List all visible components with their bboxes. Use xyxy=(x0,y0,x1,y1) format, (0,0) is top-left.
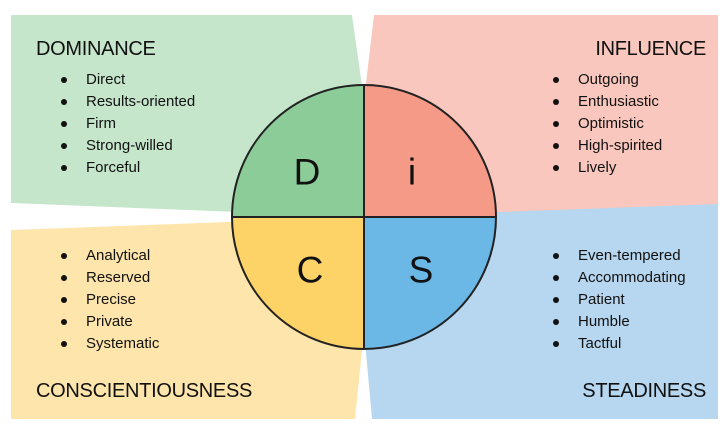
trait-item: Patient xyxy=(553,289,686,311)
conscientiousness-trait-list: Analytical Reserved Precise Private Syst… xyxy=(61,245,159,355)
trait-item: Outgoing xyxy=(553,69,662,91)
trait-item: Reserved xyxy=(61,267,159,289)
trait-item: Firm xyxy=(61,113,195,135)
dominance-title: DOMINANCE xyxy=(36,38,156,60)
conscientiousness-title: CONSCIENTIOUSNESS xyxy=(36,380,253,402)
trait-item: High-spirited xyxy=(553,135,662,157)
trait-item: Precise xyxy=(61,289,159,311)
conscientiousness-letter: C xyxy=(297,250,324,291)
steadiness-title: STEADINESS xyxy=(582,380,706,402)
trait-item: Enthusiastic xyxy=(553,91,662,113)
trait-item: Strong-willed xyxy=(61,135,195,157)
influence-title: INFLUENCE xyxy=(595,38,706,60)
trait-item: Even-tempered xyxy=(553,245,686,267)
influence-letter: i xyxy=(408,152,416,193)
conscientiousness-circle-segment xyxy=(232,217,364,349)
steadiness-trait-list: Even-tempered Accommodating Patient Humb… xyxy=(553,245,686,355)
trait-item: Lively xyxy=(553,157,662,179)
steadiness-circle-segment xyxy=(364,217,496,349)
trait-item: Systematic xyxy=(61,333,159,355)
trait-item: Direct xyxy=(61,69,195,91)
influence-trait-list: Outgoing Enthusiastic Optimistic High-sp… xyxy=(553,69,662,179)
dominance-letter: D xyxy=(294,152,321,193)
influence-circle-segment xyxy=(364,85,496,217)
trait-item: Tactful xyxy=(553,333,686,355)
dominance-circle-segment xyxy=(232,85,364,217)
dominance-trait-list: Direct Results-oriented Firm Strong-will… xyxy=(61,69,195,179)
steadiness-letter: S xyxy=(409,250,434,291)
trait-item: Forceful xyxy=(61,157,195,179)
trait-item: Humble xyxy=(553,311,686,333)
trait-item: Results-oriented xyxy=(61,91,195,113)
trait-item: Accommodating xyxy=(553,267,686,289)
trait-item: Analytical xyxy=(61,245,159,267)
trait-item: Private xyxy=(61,311,159,333)
trait-item: Optimistic xyxy=(553,113,662,135)
